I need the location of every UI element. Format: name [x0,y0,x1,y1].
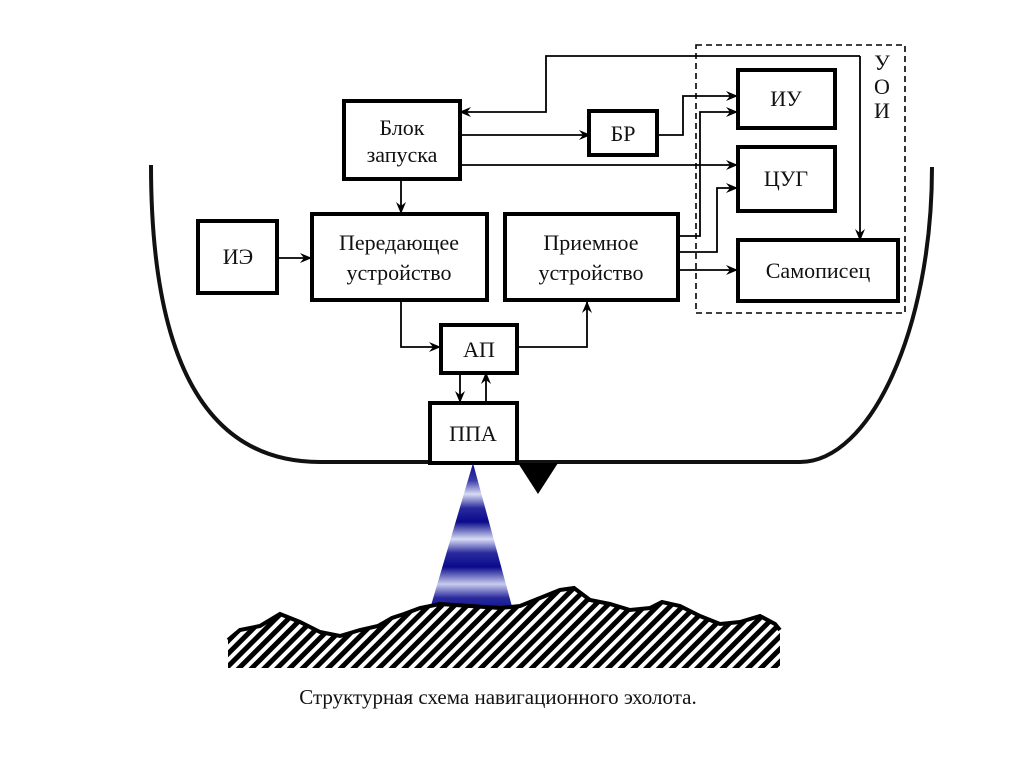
sonar-beam [422,463,520,636]
block-transmitter-label: Передающее [339,230,459,255]
receiver-to-iu-line [678,107,738,237]
keel-marker [518,463,558,494]
block-ppa-label: ППА [449,421,497,446]
block-tsug: ЦУГ [736,145,837,213]
group-label-letter: О [874,74,890,99]
block-receiver-label: Приемное [543,230,638,255]
block-receiver-label: устройство [538,260,643,285]
group-label-letter: И [874,98,890,123]
block-transmitter: Передающее устройство [310,212,489,302]
transmitter-to-ap-line [400,300,441,352]
ship-hull [149,164,934,464]
block-launch: Блок запуска [342,99,462,181]
block-ie: ИЭ [196,219,279,295]
block-receiver: Приемное устройство [503,212,680,302]
block-launch-label: Блок [379,115,424,140]
connections [277,55,865,403]
block-ap: АП [439,323,519,375]
block-recorder: Самописец [736,238,900,303]
display-group-boundary [695,44,906,314]
block-ppa: ППА [428,401,519,465]
block-launch-label: запуска [367,142,438,167]
block-transmitter-label: устройство [346,260,451,285]
block-ap-label: АП [463,337,495,362]
display-group-label: У О И [874,50,890,123]
group-label-letter: У [874,50,890,75]
block-recorder-label: Самописец [766,258,871,283]
block-iu: ИУ [736,68,837,130]
feedback-line [459,55,860,117]
block-tsug-label: ЦУГ [764,166,808,191]
block-br-label: БР [611,121,636,146]
block-ie-label: ИЭ [223,244,253,269]
diagram-caption: Структурная схема навигационного эхолота… [299,685,697,709]
block-br: БР [587,109,659,157]
receiver-to-tsug-line [678,183,738,253]
block-iu-label: ИУ [770,86,802,111]
br-to-iu-line [657,91,738,136]
ap-to-receiver-line [517,301,592,348]
